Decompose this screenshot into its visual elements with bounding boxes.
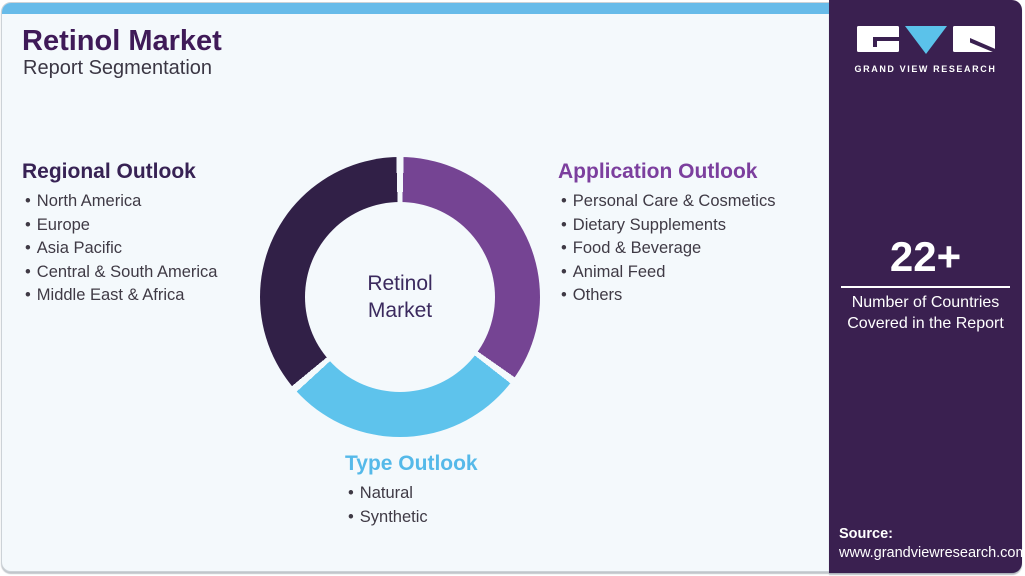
donut-chart: Retinol Market (260, 157, 540, 437)
list-item-label: Personal Care & Cosmetics (572, 192, 776, 210)
bullet-icon: • (348, 484, 354, 502)
application-outlook-list: • Personal Care & Cosmetics • Dietary Supp… (558, 190, 775, 308)
list-item: • Europe (22, 214, 217, 238)
application-outlook-section: Application Outlook • Personal Care & Cos… (558, 160, 775, 308)
bullet-icon: • (25, 286, 31, 304)
list-item-label: Central & South America (36, 262, 218, 281)
list-item: • Dietary Supplements (558, 214, 775, 238)
bullet-icon: • (561, 262, 567, 281)
bullet-icon: • (561, 192, 567, 210)
stat-divider (841, 286, 1010, 288)
gvr-logo: GRAND VIEW RESEARCH (851, 24, 1001, 74)
page-subtitle: Report Segmentation (23, 57, 213, 79)
page-title: Retinol Market (22, 25, 222, 57)
bullet-icon: • (25, 215, 31, 234)
list-item-label: Natural (359, 484, 413, 502)
type-outlook-heading: Type Outlook (345, 452, 478, 475)
list-item-label: North America (36, 192, 142, 210)
donut-hole: Retinol Market (305, 202, 495, 392)
donut-center-label: Retinol Market (367, 272, 433, 322)
bullet-icon: • (25, 239, 31, 257)
regional-outlook-section: Regional Outlook • North America • Europe … (22, 160, 217, 308)
bullet-icon: • (561, 239, 567, 257)
bullet-icon: • (25, 192, 31, 210)
list-item-label: Asia Pacific (36, 239, 123, 257)
list-item-label: Middle East & Africa (36, 286, 185, 304)
regional-outlook-list: • North America • Europe • Asia Pacific • Ce… (22, 190, 217, 308)
list-item: • North America (22, 190, 217, 214)
source-url: www.grandviewresearch.com (839, 545, 1025, 561)
list-item: • Natural (345, 482, 478, 506)
brand-sidebar: GRAND VIEW RESEARCH 22+ Number of Countr… (829, 0, 1025, 573)
source-block: Source: www.grandviewresearch.com (839, 526, 1025, 561)
regional-outlook-heading: Regional Outlook (22, 160, 196, 183)
countries-stat-value: 22+ (889, 233, 962, 280)
list-item-label: Dietary Supplements (572, 215, 726, 234)
list-item: • Food & Beverage (558, 237, 775, 261)
brand-name: GRAND VIEW RESEARCH (854, 64, 997, 74)
list-item: • Others (558, 284, 775, 308)
bullet-icon: • (348, 507, 354, 526)
list-item-label: Food & Beverage (572, 239, 702, 257)
type-outlook-list: • Natural • Synthetic (345, 482, 478, 529)
application-outlook-heading: Application Outlook (558, 160, 758, 183)
top-accent-bar (2, 3, 829, 14)
list-item: • Personal Care & Cosmetics (558, 190, 775, 214)
bullet-icon: • (561, 215, 567, 234)
list-item: • Asia Pacific (22, 237, 217, 261)
bullet-icon: • (25, 262, 31, 281)
type-outlook-section: Type Outlook • Natural • Synthetic (345, 452, 478, 529)
countries-stat-label: Number of Countries Covered in the Repor… (847, 294, 1004, 332)
bullet-icon: • (561, 286, 567, 304)
list-item: • Central & South America (22, 261, 217, 285)
list-item-label: Europe (36, 215, 90, 234)
list-item: • Middle East & Africa (22, 284, 217, 308)
gvr-logo-icon (856, 26, 1000, 55)
list-item: • Animal Feed (558, 261, 775, 285)
list-item-label: Others (572, 286, 623, 304)
list-item-label: Animal Feed (572, 262, 666, 281)
source-label: Source: (839, 526, 893, 542)
list-item-label: Synthetic (359, 507, 428, 526)
list-item: • Synthetic (345, 506, 478, 530)
